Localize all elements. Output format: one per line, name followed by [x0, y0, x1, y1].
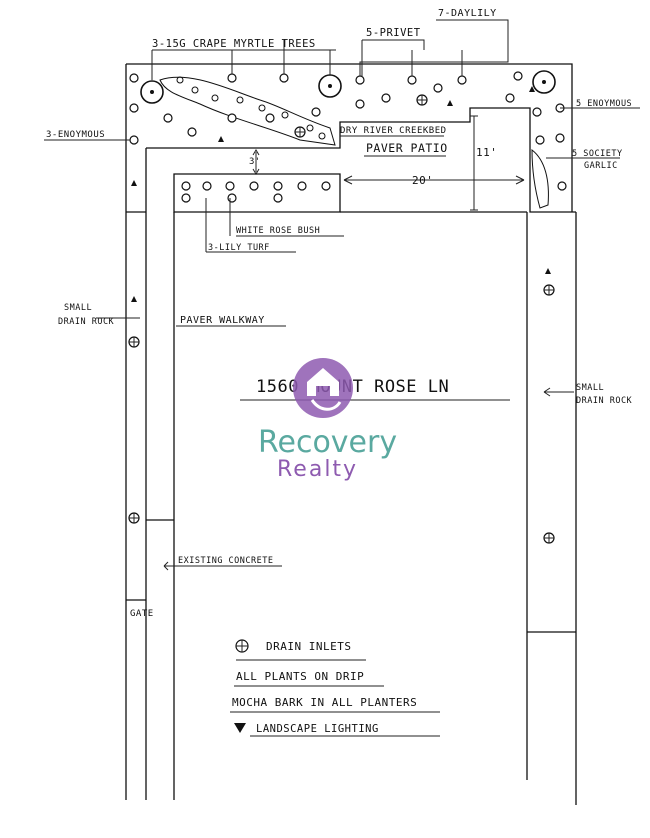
- existing-concrete-label: EXISTING CONCRETE: [178, 556, 274, 566]
- dim-20-label: 20': [412, 174, 433, 187]
- crape-myrtle-trees: [140, 70, 556, 104]
- dim-11-label: 11': [476, 146, 497, 159]
- society-garlic-label-1: 5 SOCIETY: [572, 149, 623, 159]
- euonymus-right-label: 5 ENOYMOUS: [576, 99, 632, 109]
- legend-drip: ALL PLANTS ON DRIP: [236, 670, 364, 683]
- lily-turf-label: 3-LILY TURF: [208, 243, 270, 253]
- gate-label: GATE: [130, 609, 154, 619]
- lighting-triangle-icon: [234, 723, 246, 733]
- leader-lines: [44, 19, 640, 737]
- dim-3-label: 3': [249, 157, 261, 167]
- small-drain-left-label-1: SMALL: [64, 303, 92, 313]
- euonymus-left-label: 3-ENOYMOUS: [46, 130, 105, 140]
- daylily-label: 7-DAYLILY: [438, 8, 497, 19]
- paver-walkway-label: PAVER WALKWAY: [180, 315, 265, 326]
- legend: DRAIN INLETS ALL PLANTS ON DRIP MOCHA BA…: [232, 639, 417, 735]
- small-drain-right-label-2: DRAIN ROCK: [576, 396, 633, 406]
- white-rose-label: WHITE ROSE BUSH: [236, 226, 320, 236]
- drain-inlets: [128, 94, 555, 544]
- small-drain-right-label-1: SMALL: [576, 383, 604, 393]
- crape-myrtle-label: 3-15G CRAPE MYRTLE TREES: [152, 38, 316, 50]
- legend-lighting: LANDSCAPE LIGHTING: [256, 723, 379, 735]
- privet-label: 5-PRIVET: [366, 27, 421, 39]
- small-drain-left-label-2: DRAIN ROCK: [58, 317, 115, 327]
- logo-text-realty: Realty: [277, 457, 358, 482]
- dry-river-label: DRY RIVER CREEKBED: [340, 126, 447, 136]
- recovery-realty-logo: Recovery Realty: [258, 358, 397, 482]
- logo-text-recovery: Recovery: [258, 425, 397, 460]
- legend-mocha: MOCHA BARK IN ALL PLANTERS: [232, 696, 417, 709]
- property-outline: [125, 63, 577, 805]
- society-garlic-label-2: GARLIC: [584, 161, 618, 171]
- legend-drain-inlets: DRAIN INLETS: [266, 640, 351, 653]
- dimension-lines: [252, 115, 525, 211]
- drain-inlet-icon: [235, 639, 249, 653]
- paver-patio-label: PAVER PATIO: [366, 141, 448, 155]
- dry-river-creekbed: [159, 76, 549, 209]
- lighting-markers: [131, 86, 551, 302]
